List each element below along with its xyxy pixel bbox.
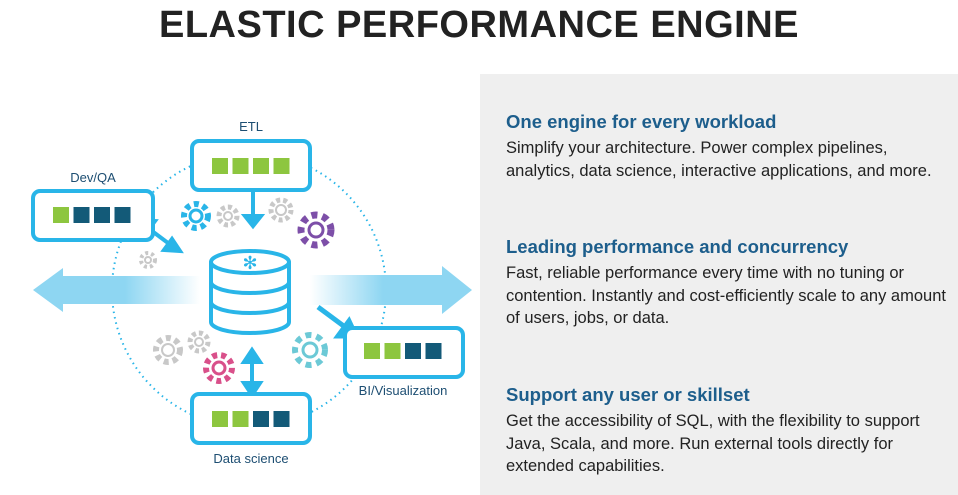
workload-block-green [384, 343, 401, 359]
architecture-diagram: ✻ ETL Dev/Q [31, 119, 472, 466]
workload-block-navy [94, 207, 110, 223]
workload-label: Data science [213, 451, 288, 466]
workload-devqa: Dev/QA [31, 170, 155, 242]
workload-block-navy [73, 207, 90, 223]
double-arrow-datascience [240, 346, 264, 399]
workload-block-navy [273, 411, 290, 427]
gear-icon [139, 251, 157, 269]
workload-block-green [212, 411, 228, 427]
section-heading: Leading performance and concurrency [506, 236, 849, 257]
workload-block-navy [253, 411, 269, 427]
section-workload: One engine for every workload Simplify y… [506, 111, 946, 182]
workload-block-green [53, 207, 69, 223]
scale-left-arrow [33, 268, 200, 312]
section-body: Simplify your architecture. Power comple… [506, 139, 932, 180]
workload-label: BI/Visualization [359, 383, 448, 398]
workload-block-navy [405, 343, 421, 359]
workload-block-green [364, 343, 380, 359]
workload-block-green [273, 158, 290, 174]
workload-block-navy [425, 343, 442, 359]
workload-label: ETL [239, 119, 263, 134]
section-heading: Support any user or skillset [506, 384, 750, 405]
scale-right-arrow [310, 266, 472, 314]
workload-etl: ETL [190, 119, 312, 192]
workload-block-green [232, 411, 249, 427]
workload-block-green [253, 158, 269, 174]
gear-icon [268, 197, 294, 223]
section-body: Get the accessibility of SQL, with the f… [506, 412, 920, 475]
workload-bi: BI/Visualization [343, 326, 465, 398]
workload-label: Dev/QA [70, 170, 116, 185]
gear-icon [297, 211, 335, 249]
feature-panel [480, 74, 958, 495]
workload-block-navy [114, 207, 131, 223]
gear-icon [181, 201, 211, 231]
section-body: Fast, reliable performance every time wi… [506, 264, 946, 327]
gear-icon [216, 204, 240, 228]
page-title: ELASTIC PERFORMANCE ENGINE [158, 4, 800, 46]
gear-icon [292, 332, 328, 368]
workload-block-green [212, 158, 228, 174]
database-icon [209, 249, 291, 335]
gear-icon [203, 352, 235, 384]
gear-icon [187, 330, 211, 354]
workload-block-green [232, 158, 249, 174]
section-skillset: Support any user or skillset Get the acc… [506, 384, 946, 478]
section-performance: Leading performance and concurrency Fast… [506, 236, 946, 330]
workload-datascience: Data science [190, 392, 312, 466]
section-heading: One engine for every workload [506, 111, 777, 132]
gear-icon [153, 335, 183, 365]
snowflake-logo-icon: ✻ [242, 253, 257, 274]
